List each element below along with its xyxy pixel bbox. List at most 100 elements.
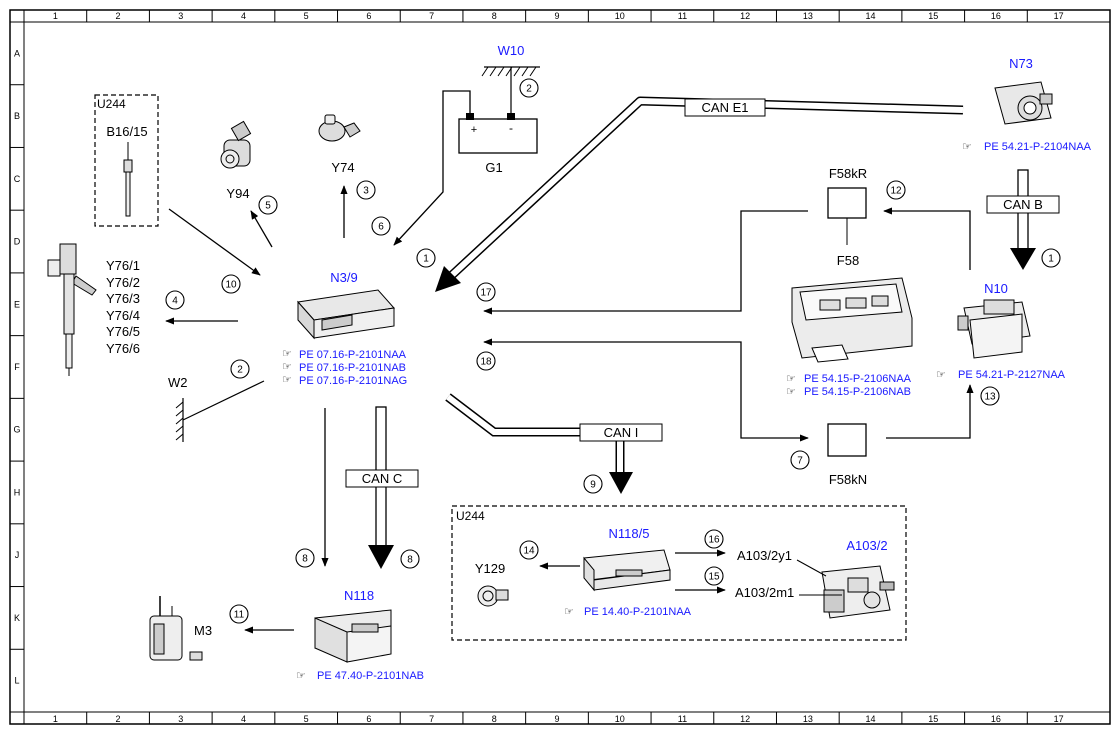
column-marker: 1 — [53, 11, 58, 21]
can-b-label: CAN B — [1003, 197, 1043, 212]
book-icon: ☞ — [282, 374, 292, 386]
column-marker: 11 — [678, 714, 687, 724]
column-marker: 8 — [492, 714, 497, 724]
y74-label: Y74 — [331, 160, 354, 175]
f58-label: F58 — [837, 253, 859, 268]
callout-15: 15 — [704, 566, 724, 586]
fuel-pump-icon — [149, 596, 203, 661]
can-i-bus: CAN I — [445, 393, 663, 494]
column-marker: 15 — [928, 11, 938, 21]
callout-10: 10 — [221, 274, 241, 294]
svg-text:2: 2 — [526, 84, 532, 95]
callout-12: 12 — [886, 180, 906, 200]
frame: 1122334455667788991010111112121313141415… — [9, 9, 1111, 725]
row-marker: D — [14, 237, 21, 247]
svg-text:4: 4 — [172, 296, 178, 307]
callout-1: 1 — [416, 248, 436, 268]
g1-label: G1 — [485, 160, 502, 175]
row-marker: G — [13, 425, 20, 435]
column-marker: 8 — [492, 11, 497, 21]
column-marker: 12 — [740, 714, 750, 724]
svg-text:16: 16 — [708, 535, 720, 546]
svg-text:1: 1 — [1048, 254, 1054, 265]
temperature-sensor-icon — [123, 142, 133, 217]
signal-arrows — [165, 185, 348, 634]
callout-16: 16 — [704, 529, 724, 549]
valve-y129-icon — [477, 585, 509, 607]
y76-2-label: Y76/2 — [106, 275, 140, 290]
u244-top-label: U244 — [97, 97, 126, 111]
column-marker: 14 — [866, 11, 876, 21]
n10-ref[interactable]: PE 54.21-P-2127NAA — [958, 369, 1066, 381]
book-icon: ☞ — [282, 348, 292, 360]
sam-module-icon — [957, 299, 1031, 359]
row-marker: B — [14, 111, 20, 121]
n39-ref-2[interactable]: PE 07.16-P-2101NAB — [299, 362, 406, 374]
f58kn-label: F58kN — [829, 472, 867, 487]
callout-6: 6 — [371, 216, 391, 236]
column-marker: 10 — [615, 11, 625, 21]
callout-7: 7 — [790, 450, 810, 470]
column-marker: 9 — [554, 714, 559, 724]
y76-6-label: Y76/6 — [106, 341, 140, 356]
column-marker: 2 — [116, 11, 121, 21]
u244-bottom-label: U244 — [456, 509, 485, 523]
n118-module: N118 ☞ PE 47.40-P-2101NAB — [296, 588, 424, 682]
column-marker: 14 — [866, 714, 876, 724]
w10-label: W10 — [498, 43, 525, 58]
f58-arrows — [483, 207, 974, 442]
svg-text:13: 13 — [984, 392, 996, 403]
can-c-label: CAN C — [362, 471, 402, 486]
svg-text:14: 14 — [523, 546, 535, 557]
ignition-switch-icon — [994, 81, 1053, 125]
book-icon: ☞ — [296, 670, 306, 682]
row-marker: J — [15, 550, 20, 560]
column-marker: 17 — [1054, 714, 1064, 724]
column-marker: 5 — [304, 714, 309, 724]
column-marker: 13 — [803, 11, 813, 21]
a103-2-label: A103/2 — [846, 538, 887, 553]
column-marker: 11 — [678, 11, 687, 21]
svg-text:12: 12 — [890, 186, 902, 197]
f58-ref-2[interactable]: PE 54.15-P-2106NAB — [804, 386, 911, 398]
b16-label: B16/15 — [106, 124, 147, 139]
callout-11: 11 — [229, 604, 249, 624]
n118-5-ref[interactable]: PE 14.40-P-2101NAA — [584, 606, 692, 618]
aux-heater-control-icon — [583, 549, 671, 592]
column-marker: 3 — [178, 714, 183, 724]
callout-14: 14 — [519, 540, 539, 560]
n73-module: N73 ☞ PE 54.21-P-2104NAA — [962, 56, 1092, 153]
can-i-label: CAN I — [604, 425, 639, 440]
column-marker: 4 — [241, 714, 246, 724]
callout-17: 17 — [476, 282, 496, 302]
book-icon: ☞ — [786, 373, 796, 385]
row-marker: F — [14, 362, 20, 372]
callout-5: 5 — [258, 195, 278, 215]
fuse-box-icon — [791, 277, 913, 363]
ecu-icon — [297, 289, 395, 340]
y76-4-label: Y76/4 — [106, 308, 140, 323]
column-marker: 5 — [304, 11, 309, 21]
column-marker: 7 — [429, 11, 434, 21]
n39-ref-1[interactable]: PE 07.16-P-2101NAA — [299, 349, 407, 361]
row-marker: A — [14, 48, 20, 58]
svg-text:8: 8 — [302, 554, 308, 565]
battery-g1: + - G1 — [393, 90, 538, 246]
relay-f58kn: F58kN — [827, 423, 867, 487]
n118-label: N118 — [344, 588, 374, 603]
n39-ref-links: ☞ PE 07.16-P-2101NAA ☞ PE 07.16-P-2101NA… — [282, 348, 407, 387]
column-marker: 10 — [615, 714, 625, 724]
can-e1-label: CAN E1 — [702, 100, 749, 115]
callout-18: 18 — [476, 351, 496, 371]
f58-ref-1[interactable]: PE 54.15-P-2106NAA — [804, 373, 912, 385]
injector-icon — [47, 243, 97, 376]
svg-text:2: 2 — [237, 365, 243, 376]
n118-ref[interactable]: PE 47.40-P-2101NAB — [317, 670, 424, 682]
column-marker: 15 — [928, 714, 938, 724]
can-e1-bus: CAN E1 — [435, 96, 964, 292]
n39-ref-3[interactable]: PE 07.16-P-2101NAG — [299, 375, 407, 387]
n73-ref[interactable]: PE 54.21-P-2104NAA — [984, 141, 1092, 153]
n73-label: N73 — [1009, 56, 1033, 71]
column-marker: 2 — [116, 714, 121, 724]
